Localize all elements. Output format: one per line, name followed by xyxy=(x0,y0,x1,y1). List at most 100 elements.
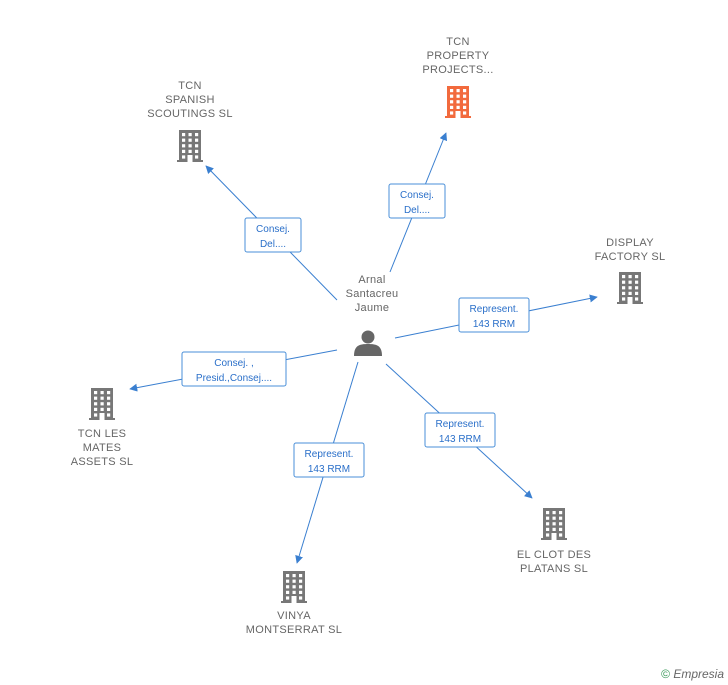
label-line: Represent. xyxy=(436,419,485,430)
edge-label: Represent. 143 RRM xyxy=(436,419,485,445)
building-window xyxy=(299,574,303,578)
label-line: 143 RRM xyxy=(473,319,515,330)
edge-tcn-les-mates: Consej. ,Presid.,Consej.... xyxy=(129,349,338,392)
label-line: 143 RRM xyxy=(439,434,481,445)
building-window xyxy=(195,138,199,142)
label-line: EL CLOT DES xyxy=(517,549,591,561)
copyright-symbol: © xyxy=(661,667,670,681)
building-window xyxy=(107,407,111,411)
label-line: Consej. xyxy=(400,190,434,201)
edge-vinya-montserrat: Represent.143 RRM xyxy=(293,361,365,564)
building-door xyxy=(551,533,557,540)
building-icon[interactable] xyxy=(445,86,471,118)
building-window xyxy=(292,590,296,594)
building-window xyxy=(546,516,550,520)
edge-el-clot: Represent. 143 RRM xyxy=(385,363,533,499)
building-window xyxy=(622,280,626,284)
building-window xyxy=(94,396,98,400)
building-window xyxy=(463,94,467,98)
building-window xyxy=(628,291,632,295)
building-window xyxy=(100,391,104,395)
edge-label-box[interactable] xyxy=(293,442,365,478)
building-window xyxy=(100,396,104,400)
edge-label-box[interactable] xyxy=(424,412,496,448)
building-window xyxy=(463,111,467,115)
edge-label: Represent.143 RRM xyxy=(305,449,354,475)
label-line: TCN xyxy=(446,36,470,48)
building-window xyxy=(463,89,467,93)
building-door xyxy=(291,596,297,603)
building-window xyxy=(552,527,556,531)
building-window xyxy=(559,516,563,520)
building-window xyxy=(195,133,199,137)
building-icon[interactable] xyxy=(281,571,307,603)
building-window xyxy=(188,133,192,137)
person-icon[interactable] xyxy=(354,330,382,357)
label-line: 143 RRM xyxy=(308,464,350,475)
building-icon[interactable] xyxy=(177,130,203,162)
building-window xyxy=(100,402,104,406)
building-window xyxy=(552,522,556,526)
label-line: PLATANS SL xyxy=(520,563,588,575)
building-window xyxy=(628,286,632,290)
building-door xyxy=(187,155,193,162)
building-window xyxy=(450,105,454,109)
label-line: Consej. , xyxy=(214,358,253,369)
brand-name: Empresia xyxy=(673,667,724,681)
building-icon[interactable] xyxy=(89,388,115,420)
building-window xyxy=(286,596,290,600)
label-line: Arnal xyxy=(358,274,385,286)
building-window xyxy=(286,579,290,583)
building-window xyxy=(299,585,303,589)
label-line: Represent. xyxy=(470,304,519,315)
person-body xyxy=(354,344,382,356)
building-window xyxy=(299,579,303,583)
building-window xyxy=(94,391,98,395)
building-icon[interactable] xyxy=(541,508,567,540)
building-window xyxy=(635,286,639,290)
building-window xyxy=(195,144,199,148)
building-window xyxy=(456,89,460,93)
edge-label: Consej. ,Presid.,Consej.... xyxy=(196,358,272,384)
building-window xyxy=(286,585,290,589)
watermark: © Empresia xyxy=(661,667,724,681)
building-window xyxy=(450,94,454,98)
label-line: TCN xyxy=(178,80,202,92)
building-window xyxy=(182,133,186,137)
edge-label-box[interactable] xyxy=(244,217,302,253)
label-line: ASSETS SL xyxy=(71,456,134,468)
building-window xyxy=(188,149,192,153)
building-window xyxy=(546,533,550,537)
building-door xyxy=(455,111,461,118)
label-line: VINYA xyxy=(277,610,311,622)
building-icon[interactable] xyxy=(617,272,643,304)
edge-label-box[interactable] xyxy=(181,351,287,387)
building-window xyxy=(622,291,626,295)
building-window xyxy=(292,585,296,589)
building-window xyxy=(286,574,290,578)
edge-label-box[interactable] xyxy=(458,297,530,333)
building-window xyxy=(635,291,639,295)
building-window xyxy=(628,280,632,284)
building-window xyxy=(188,138,192,142)
edge-tcn-spanish: Consej.Del.... xyxy=(205,165,338,301)
building-window xyxy=(559,527,563,531)
label-line: Santacreu xyxy=(346,288,399,300)
building-window xyxy=(546,511,550,515)
building-window xyxy=(463,105,467,109)
edge-label-box[interactable] xyxy=(388,183,446,219)
building-window xyxy=(107,413,111,417)
building-window xyxy=(182,138,186,142)
label-line: DISPLAY xyxy=(606,237,654,249)
building-window xyxy=(463,100,467,104)
